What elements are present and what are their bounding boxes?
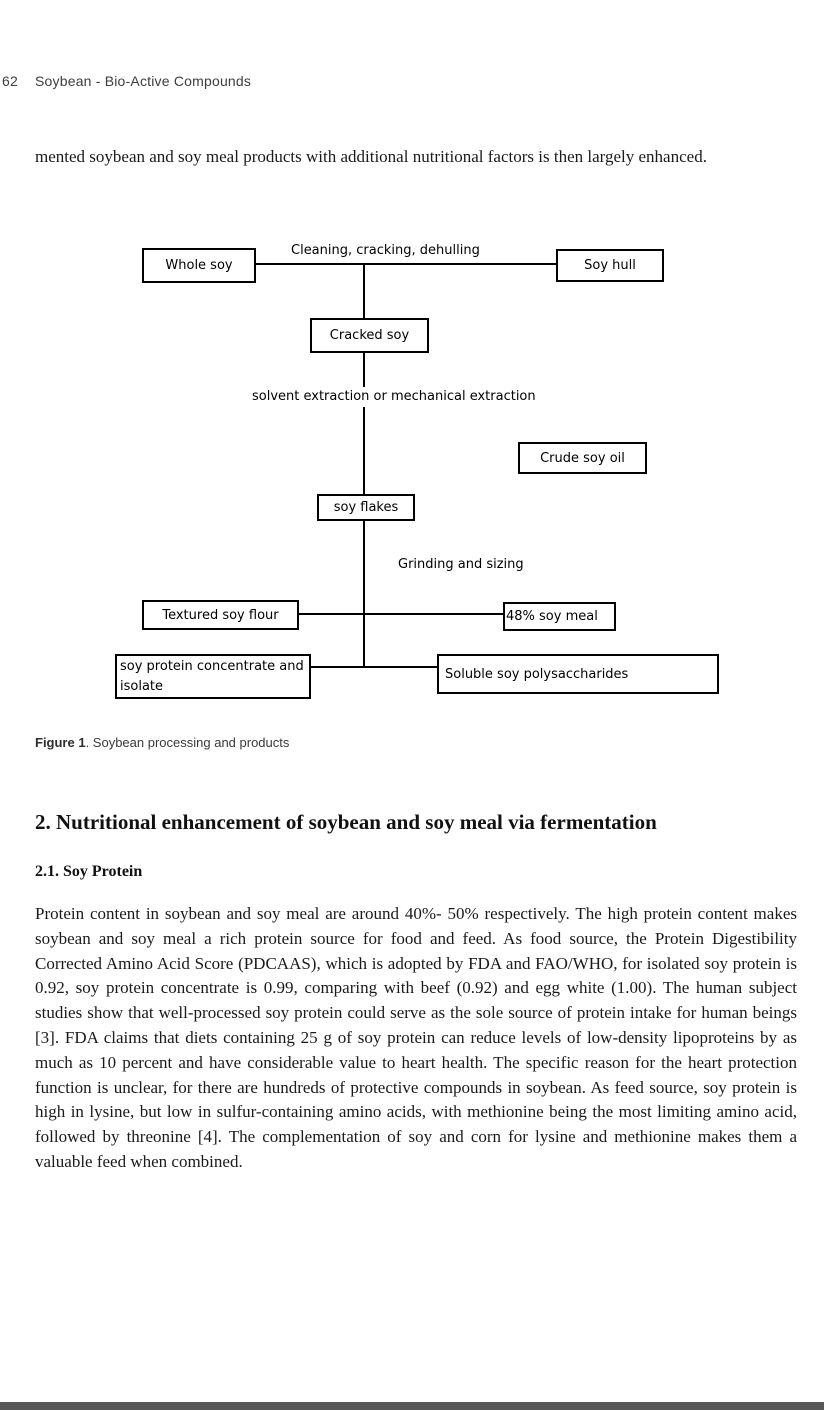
node-whole-soy: Whole soy xyxy=(142,248,256,283)
body-paragraph: Protein content in soybean and soy meal … xyxy=(35,904,797,1171)
node-soy-hull: Soy hull xyxy=(556,249,664,282)
process-label-cleaning: Cleaning, cracking, dehulling xyxy=(291,243,480,258)
connector-soyflakes-down xyxy=(363,521,365,667)
connector-down-to-crackedsoy xyxy=(363,265,365,318)
node-soy-protein-concentrate-isolate: soy protein concentrate and isolate xyxy=(115,654,311,699)
connector-extraction-to-soyflakes xyxy=(363,407,365,495)
connector-wholesoy-soyhull xyxy=(256,263,556,265)
node-48-percent-soy-meal: 48% soy meal xyxy=(503,602,616,631)
subsection-heading: 2.1. Soy Protein xyxy=(35,863,143,880)
connector-texturedflour-soymeal xyxy=(299,613,503,615)
node-textured-soy-flour: Textured soy flour xyxy=(142,600,299,630)
page-bottom-scan-bar xyxy=(0,1402,824,1410)
book-title: Soybean - Bio-Active Compounds xyxy=(35,73,252,89)
process-label-grinding: Grinding and sizing xyxy=(398,557,524,572)
page-number: 62 xyxy=(2,73,18,89)
figure-caption-label: Figure 1 xyxy=(35,735,86,750)
figure-caption-text: . Soybean processing and products xyxy=(85,735,290,750)
node-soluble-soy-polysaccharides: Soluble soy polysaccharides xyxy=(437,654,719,694)
intro-paragraph: mented soybean and soy meal products wit… xyxy=(35,147,707,166)
connector-crackedsoy-to-extraction xyxy=(363,353,365,387)
section-heading: 2. Nutritional enhancement of soybean an… xyxy=(35,810,657,834)
node-cracked-soy: Cracked soy xyxy=(310,318,429,353)
node-soy-flakes: soy flakes xyxy=(317,494,415,521)
figure-caption: Figure 1. Soybean processing and product… xyxy=(35,735,289,750)
process-label-extraction: solvent extraction or mechanical extract… xyxy=(252,389,536,404)
node-crude-soy-oil: Crude soy oil xyxy=(518,442,647,474)
connector-concentrate-polysaccharides xyxy=(311,666,437,668)
